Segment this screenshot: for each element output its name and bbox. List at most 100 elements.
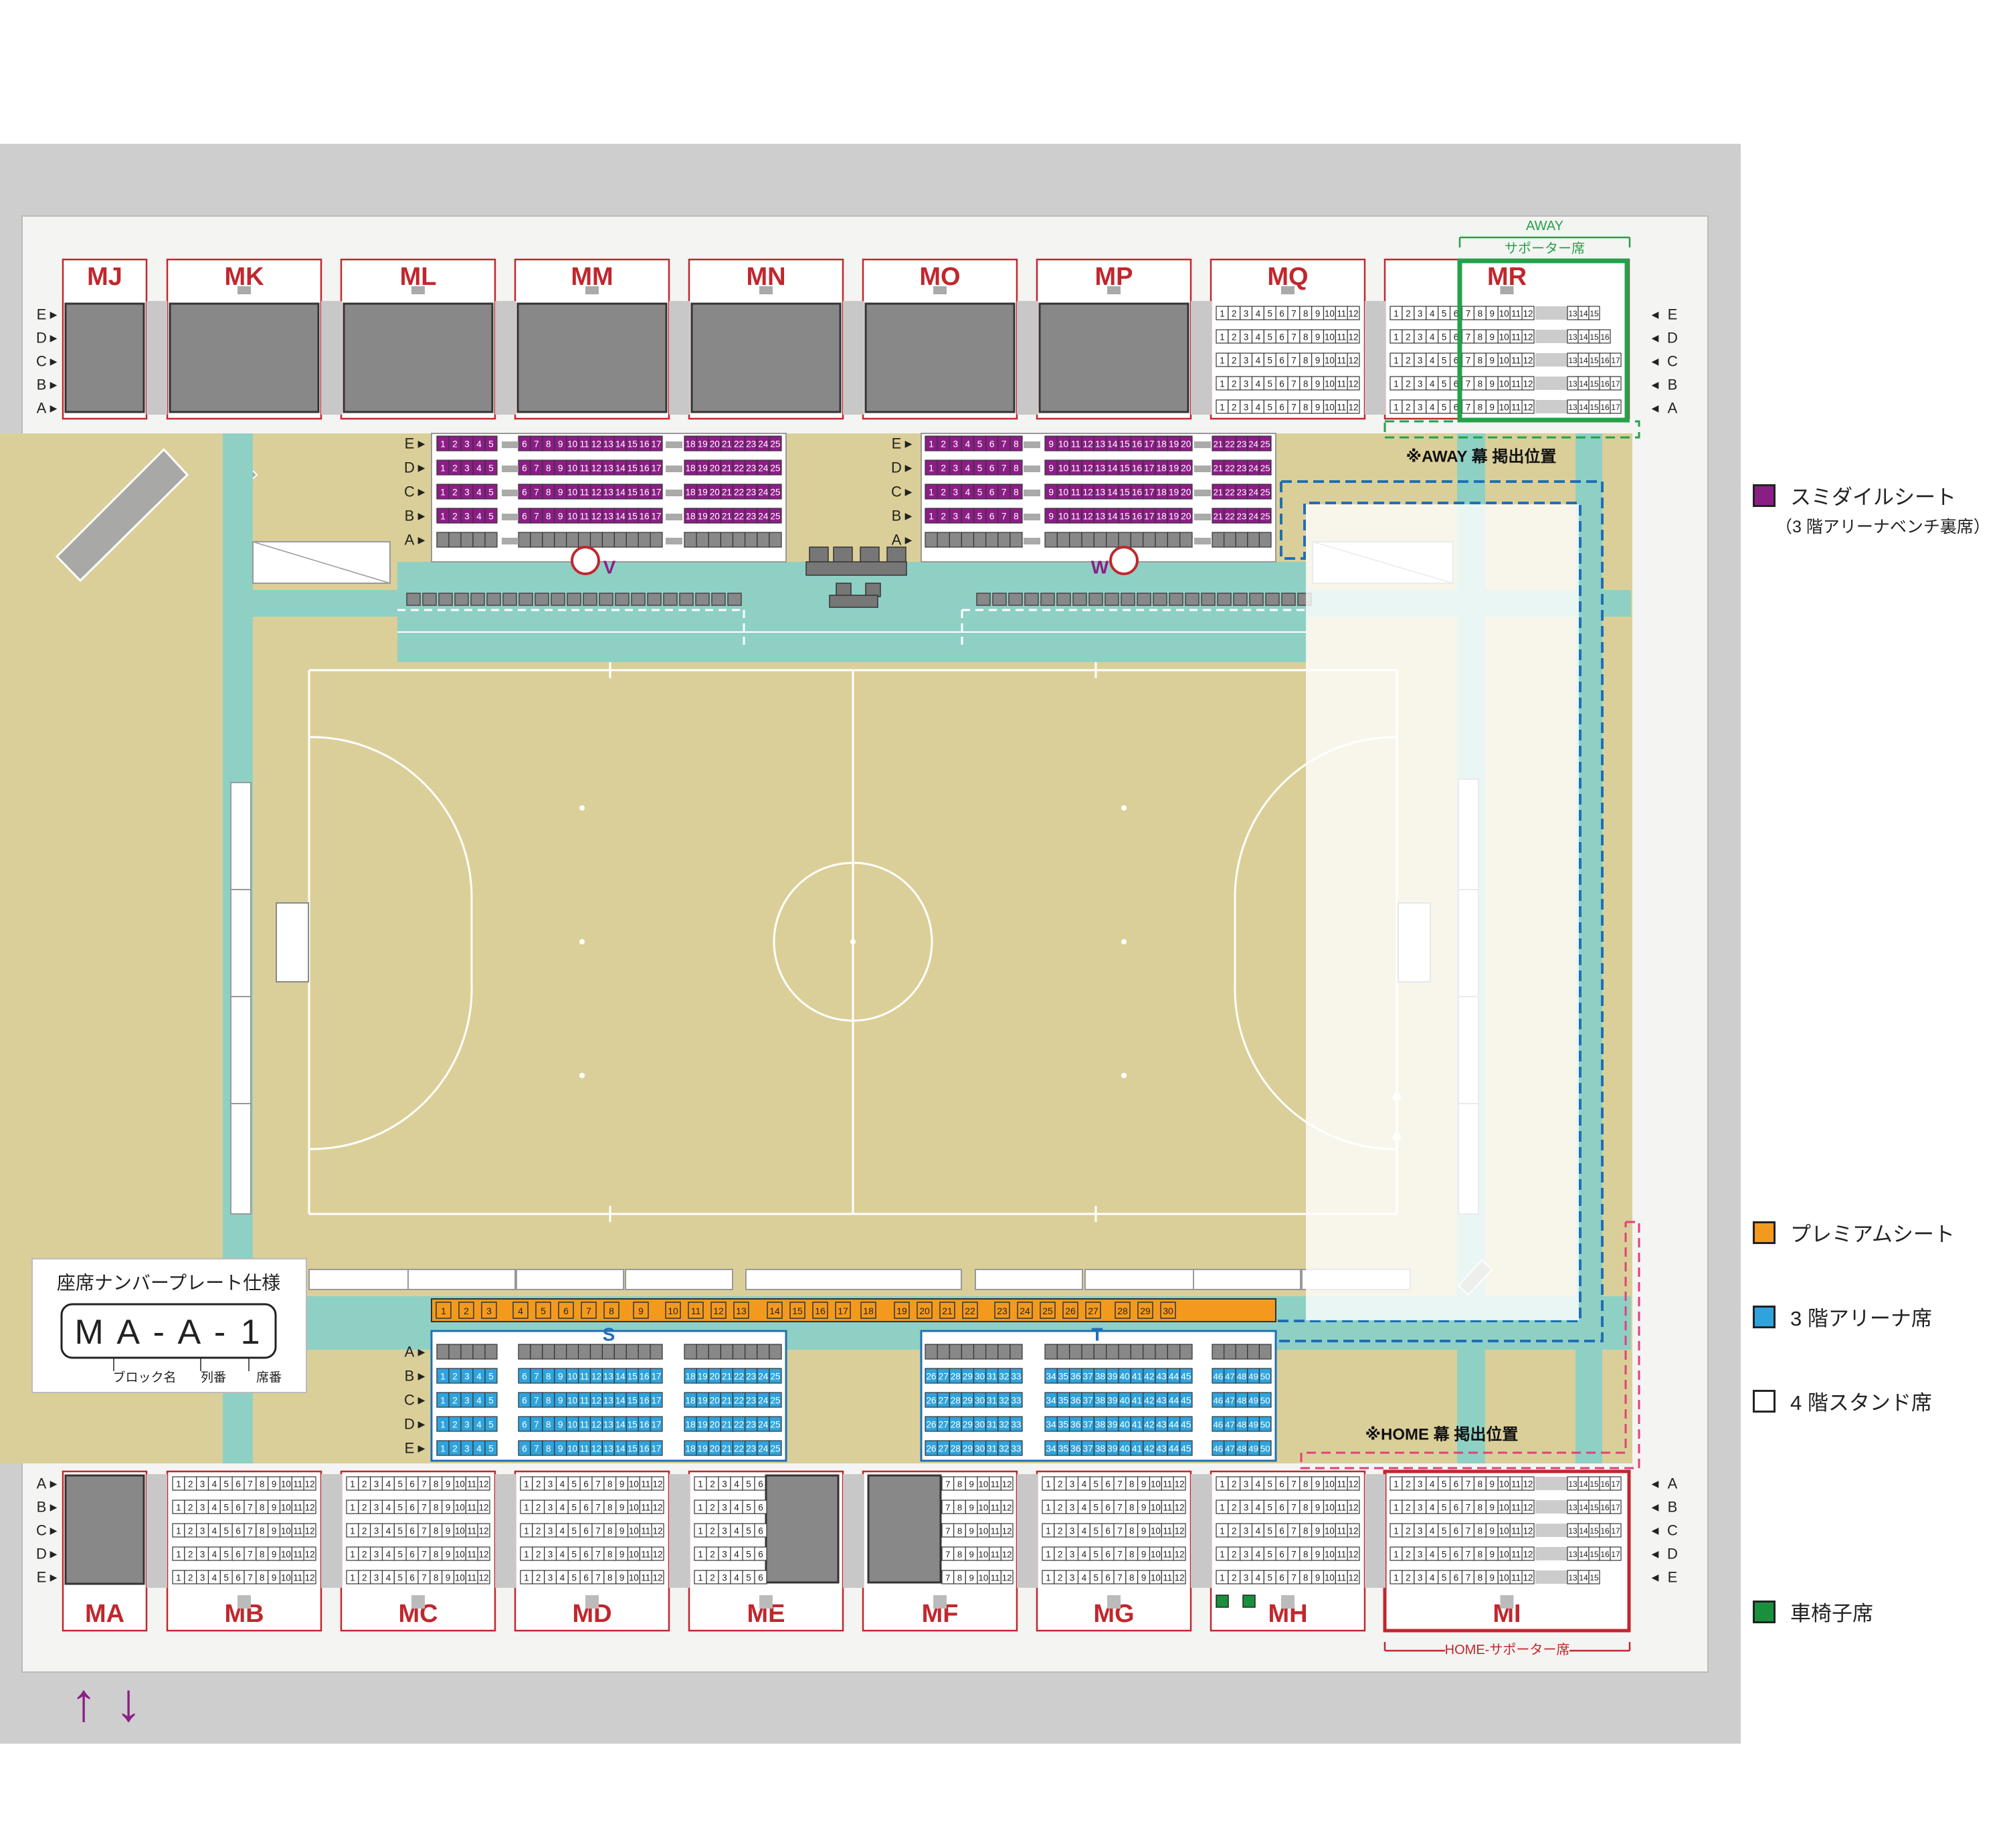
seat-number: 25 (770, 439, 780, 449)
seat-number: 13 (603, 1420, 613, 1430)
seat-number: 1 (698, 1479, 703, 1490)
seat-number: 12 (1002, 1479, 1012, 1490)
seat-number: 44 (1169, 1444, 1179, 1454)
seat-number: 7 (534, 512, 539, 522)
row-arrow-icon: ▶ (905, 510, 913, 521)
seat-number: 39 (1107, 1396, 1117, 1406)
seat-arena3 (973, 1344, 987, 1360)
seat-number: 9 (1490, 1550, 1495, 1560)
seat-number: 2 (1058, 1526, 1062, 1536)
seat-number: 7 (595, 1526, 600, 1536)
seat-number: 10 (1325, 1573, 1335, 1583)
seat-number: 4 (1256, 1503, 1261, 1513)
seat-number: 6 (758, 1573, 763, 1583)
stair-marker (411, 286, 425, 294)
seat-number: 12 (591, 1372, 601, 1382)
home-subtitle: HOME-サポーター席 (1445, 1642, 1570, 1657)
seat-number: 7 (1117, 1479, 1122, 1490)
seat-number: 11 (467, 1550, 476, 1560)
away-banner-walkway (1306, 504, 1579, 1320)
seat-number: 12 (479, 1503, 489, 1513)
seat-number: 16 (640, 1396, 650, 1406)
seat-number: 27 (939, 1372, 949, 1382)
seat-number: 10 (1151, 1550, 1161, 1560)
seat-number: 7 (248, 1550, 252, 1560)
seat-number: 19 (698, 512, 708, 522)
seat-number: 20 (710, 488, 721, 498)
seat-number: 2 (452, 512, 458, 522)
seat-number: 5 (746, 1550, 751, 1560)
seat-number: 7 (1291, 1573, 1296, 1583)
sub-bench (1193, 1269, 1301, 1290)
stair-marker (933, 1595, 947, 1609)
seat-number: 3 (1070, 1526, 1074, 1536)
seat-number: 8 (1303, 1550, 1308, 1560)
seat-number: 7 (1291, 1550, 1296, 1560)
seat-number: 5 (572, 1573, 577, 1583)
seat-number: 43 (1157, 1420, 1167, 1430)
row-label: D (36, 1546, 47, 1562)
seat-number: 4 (476, 1396, 482, 1406)
seat-number: 19 (1169, 439, 1179, 449)
seat-number: 10 (1499, 332, 1509, 342)
seat-number: 2 (452, 1420, 458, 1430)
seat-number: 8 (957, 1573, 962, 1583)
seat-number: 13 (1095, 512, 1106, 522)
seat-number: 10 (567, 512, 577, 522)
seat-number: 8 (1478, 1503, 1482, 1513)
seat-number: 5 (1442, 309, 1446, 319)
seat (1588, 306, 1600, 320)
seat-number: 1 (698, 1550, 703, 1560)
seat-number: 43 (1157, 1396, 1167, 1406)
seat-number: 9 (446, 1526, 450, 1536)
seat-arena3 (554, 1344, 567, 1360)
seat-number: 7 (1001, 439, 1007, 449)
seat-number: 7 (1291, 332, 1296, 342)
seat-number: 12 (1349, 309, 1359, 319)
seat-number: 11 (1511, 403, 1521, 413)
seat-number: 13 (603, 1396, 613, 1406)
seat-arena3 (1258, 1344, 1272, 1360)
seat-number: 1 (698, 1526, 703, 1536)
seat-number: 5 (1094, 1503, 1098, 1513)
official-chair (836, 583, 852, 597)
seat-number: 6 (1279, 356, 1284, 366)
seat-number: 12 (1083, 464, 1093, 474)
seat-number: 11 (1071, 439, 1080, 449)
seat-number: 11 (1071, 488, 1080, 498)
seat-sumidairu (1247, 532, 1260, 548)
bench-bar-left (230, 782, 252, 1215)
seat-number: 47 (1225, 1396, 1235, 1406)
seat-number: 7 (421, 1479, 426, 1490)
seat-block-closed (343, 302, 494, 413)
seat-number: 11 (1511, 1479, 1521, 1490)
seat-number: 11 (580, 1396, 589, 1406)
plate-part-label: 列番 (201, 1370, 226, 1385)
seat-number: 1 (1220, 356, 1224, 366)
seat-arena3 (1247, 1344, 1260, 1360)
seat-number: 17 (1144, 464, 1154, 474)
stair-marker (666, 441, 682, 448)
seat-number: 12 (1523, 356, 1533, 366)
seat-number: 6 (409, 1479, 414, 1490)
seat-number: 4 (386, 1479, 391, 1490)
row-label: D (404, 1416, 415, 1433)
bench-seat (583, 593, 597, 606)
seat-number: 1 (1220, 332, 1224, 342)
seat-number: 12 (305, 1503, 315, 1513)
seat-sumidairu (997, 532, 1011, 548)
arrow-down-icon: ↓ (115, 1673, 142, 1732)
seat-number: 12 (653, 1573, 663, 1583)
court-mark (1121, 1073, 1127, 1078)
seat-number: 37 (1083, 1372, 1093, 1382)
seat-number: 9 (558, 1444, 563, 1454)
stair-strip (495, 1474, 516, 1588)
seat-number: 32 (999, 1444, 1009, 1454)
seat-number: 21 (942, 1306, 953, 1316)
bench-seat (470, 593, 485, 606)
seat-sumidairu (518, 532, 531, 548)
seat-number: 2 (1232, 1503, 1236, 1513)
seat-number: 23 (746, 1396, 756, 1406)
seat-number: 4 (476, 1372, 482, 1382)
